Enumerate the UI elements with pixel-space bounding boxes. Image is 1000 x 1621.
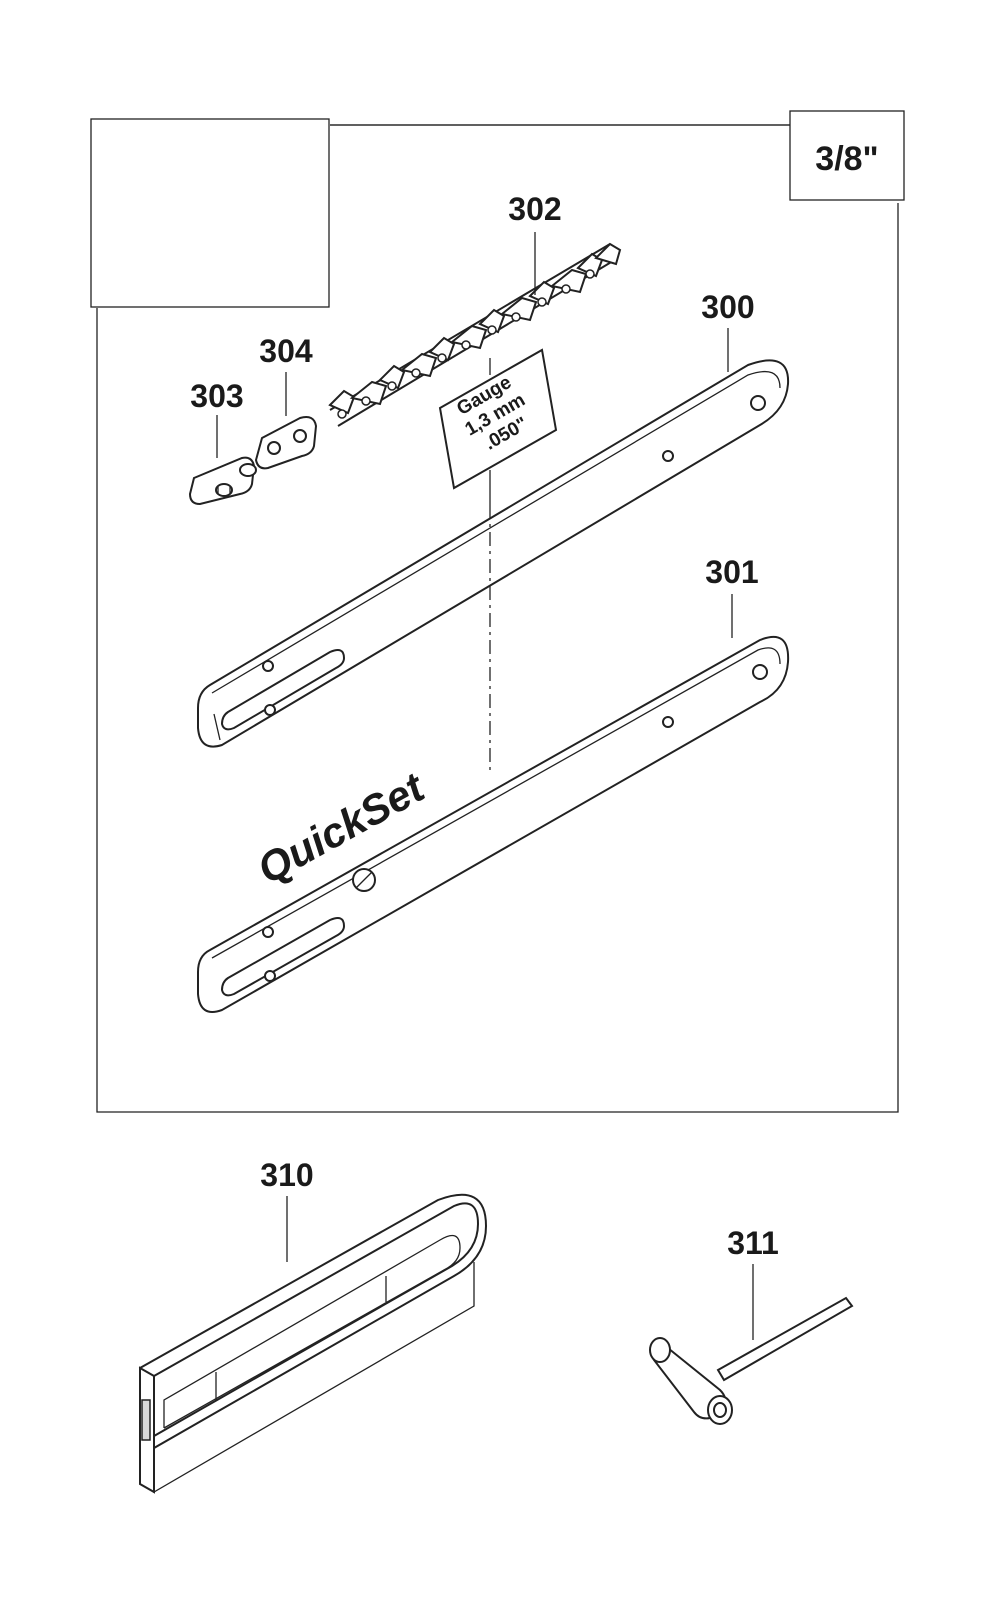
part-label-311: 311 bbox=[727, 1225, 779, 1261]
part-label-300: 300 bbox=[701, 289, 754, 325]
side-link bbox=[254, 416, 318, 470]
part-label-301: 301 bbox=[705, 554, 758, 590]
part-label-303: 303 bbox=[190, 378, 243, 414]
part-label-310: 310 bbox=[260, 1157, 313, 1193]
gauge-info-box: Gauge 1,3 mm .050" bbox=[438, 348, 558, 490]
empty-header-box bbox=[90, 118, 330, 308]
rivet-link bbox=[188, 456, 257, 506]
saw-chain bbox=[328, 242, 622, 427]
guide-bar bbox=[197, 359, 790, 748]
assembly-frame-outline bbox=[96, 124, 899, 1113]
size-label: 3/8" bbox=[815, 140, 878, 178]
t-wrench bbox=[649, 1296, 854, 1425]
bar-cover bbox=[138, 1193, 488, 1494]
size-box bbox=[789, 110, 905, 201]
part-label-302: 302 bbox=[508, 191, 561, 227]
part-label-304: 304 bbox=[259, 333, 313, 369]
